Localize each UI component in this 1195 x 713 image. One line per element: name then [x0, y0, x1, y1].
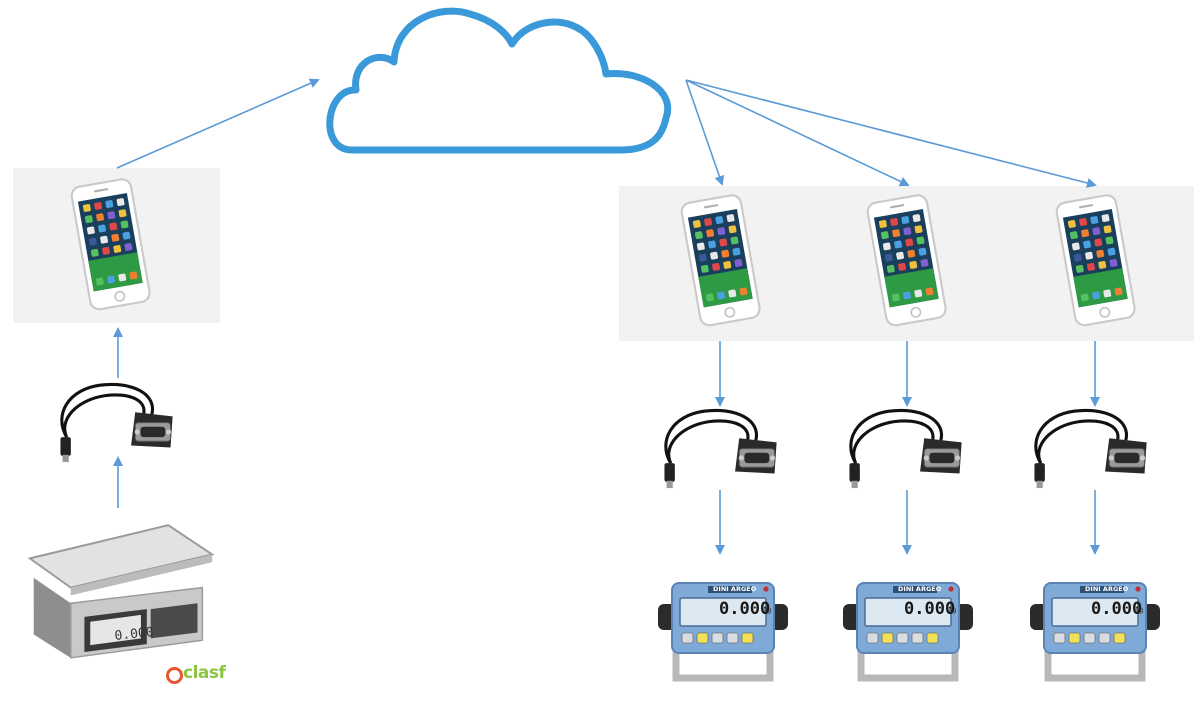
weight-indicator-icon-3: [1030, 583, 1160, 678]
target-cable-icon-2: [847, 408, 964, 490]
watermark-text: clasf: [183, 663, 226, 683]
weight-indicator-icon-2: [843, 583, 973, 678]
indicator-brand-1: DINI ARGEO: [713, 585, 757, 593]
cloud-icon: [326, 7, 672, 154]
magnifier-logo-icon: [166, 667, 183, 684]
indicator-display-1: 0.000: [719, 599, 770, 619]
weight-indicator-icon-1: [658, 583, 788, 678]
indicator-unit-2: kg: [949, 607, 956, 614]
target-smartphone-icon-2: [865, 192, 949, 328]
indicator-brand-3: DINI ARGEO: [1085, 585, 1129, 593]
source-cable-icon: [58, 382, 175, 464]
indicator-brand-2: DINI ARGEO: [898, 585, 942, 593]
target-smartphone-icon-3: [1054, 192, 1138, 328]
indicator-display-2: 0.000: [904, 599, 955, 619]
target-cable-icon-1: [662, 408, 779, 490]
arrow-cloud-to-phone-2: [685, 79, 910, 187]
scale-display-text: 0.000: [114, 625, 154, 644]
indicator-unit-1: kg: [764, 607, 771, 614]
target-smartphone-icon-1: [679, 192, 763, 328]
arrow-cloud-to-phone-3: [685, 79, 1097, 188]
arrow-cloud-to-phone-1: [685, 79, 725, 186]
indicator-display-3: 0.000: [1091, 599, 1142, 619]
target-cable-icon-3: [1032, 408, 1149, 490]
source-smartphone-icon: [69, 176, 153, 312]
indicator-unit-3: kg: [1136, 607, 1143, 614]
arrow-phone-to-cloud: [116, 78, 320, 169]
